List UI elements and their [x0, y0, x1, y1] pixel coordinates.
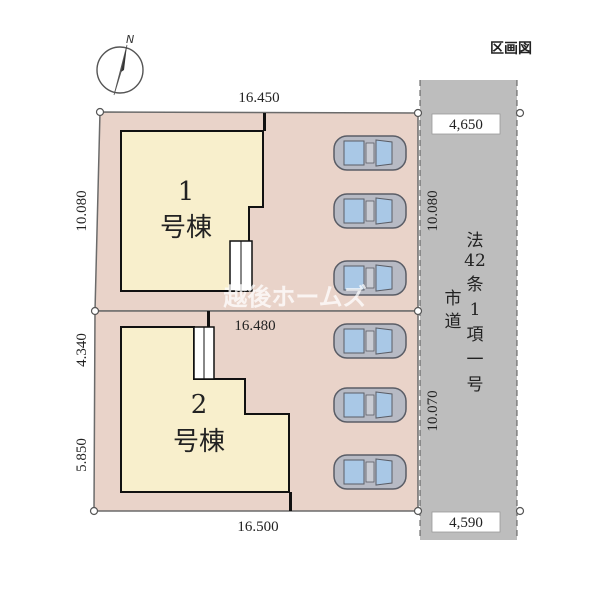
dim-bottom: 16.500 [237, 519, 278, 535]
dim-middle: 16.480 [234, 318, 275, 334]
road-label-col1: 法 42 条 1 項 一 号 [464, 231, 486, 395]
lot-2-name: 号棟 [173, 427, 225, 457]
lot-1-number: 1 [178, 177, 195, 207]
svg-text:項: 項 [467, 325, 484, 345]
road [420, 80, 517, 540]
svg-text:法: 法 [467, 231, 484, 251]
svg-text:号: 号 [467, 375, 484, 395]
svg-text:道: 道 [445, 312, 462, 332]
svg-text:市: 市 [445, 289, 462, 309]
lot-2-number: 2 [191, 390, 208, 420]
watermark: 越後ホームズ [223, 283, 366, 311]
svg-text:条: 条 [467, 275, 484, 295]
car-icon [333, 193, 407, 229]
road-label-col2: 市 道 [445, 289, 462, 332]
dim-left-lot2-upper: 4.340 [74, 333, 90, 367]
svg-text:一: 一 [467, 350, 484, 370]
dim-right-lot1: 10.080 [425, 190, 441, 231]
road-width-top: 4,650 [449, 117, 483, 133]
dim-top: 16.450 [238, 90, 279, 106]
compass: N [96, 33, 144, 96]
dim-left-lot2-lower: 5.850 [74, 438, 90, 472]
car-icon [333, 135, 407, 171]
road-width-bottom: 4,590 [449, 515, 483, 531]
compass-label: N [126, 33, 134, 46]
dim-right-lot2: 10.070 [425, 390, 441, 431]
corner-markers [89, 107, 525, 516]
dim-left-lot1: 10.080 [74, 190, 90, 231]
car-icon [333, 323, 407, 359]
svg-text:42: 42 [464, 251, 486, 271]
car-icon [333, 387, 407, 423]
page-title: 区画図 [490, 41, 532, 57]
compass-ring [96, 46, 144, 94]
svg-text:1: 1 [470, 300, 481, 320]
lot-1-name: 号棟 [160, 213, 212, 243]
car-icon [333, 454, 407, 490]
